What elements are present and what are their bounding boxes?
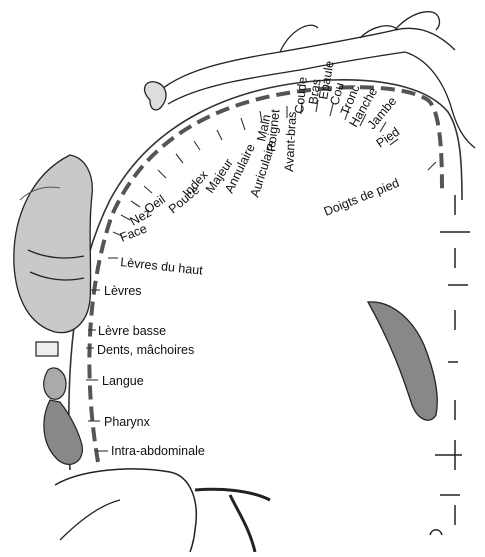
label-langue: Langue	[102, 374, 144, 388]
medial-surface	[430, 195, 470, 535]
label-dents: Dents, mâchoires	[97, 343, 194, 357]
label-avant-bras: Avant-bras	[282, 111, 299, 172]
tongue-shape	[44, 368, 66, 399]
label-intra-abdominale: Intra-abdominale	[111, 444, 205, 458]
label-levres: Lèvres	[104, 284, 142, 298]
brainstem-line-2	[230, 495, 255, 552]
ventricle-shape	[368, 302, 437, 420]
temporal-lobe	[55, 469, 196, 552]
label-levre-basse: Lèvre basse	[98, 324, 166, 338]
label-face: Face	[118, 221, 149, 244]
label-levres-haut: Lèvres du haut	[120, 255, 204, 278]
pharynx-shape	[44, 400, 83, 464]
teeth-shape	[36, 342, 58, 356]
label-coude: Coude	[292, 76, 310, 114]
face-profile	[14, 155, 92, 333]
label-pharynx: Pharynx	[104, 415, 151, 429]
label-doigts-pied: Doigts de pied	[322, 176, 401, 219]
lower-curve	[60, 500, 120, 540]
